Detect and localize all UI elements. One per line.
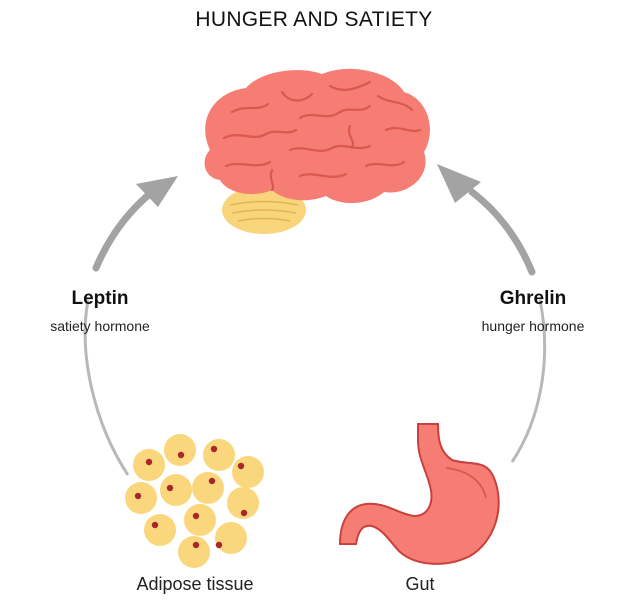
brain-icon <box>204 68 430 234</box>
ghrelin-label: Ghrelin hunger hormone <box>458 288 608 336</box>
stomach-icon <box>338 423 500 565</box>
ghrelin-name: Ghrelin <box>499 288 567 309</box>
ghrelin-role: hunger hormone <box>481 318 585 334</box>
leptin-role: satiety hormone <box>50 318 150 334</box>
gut-label: Gut <box>405 574 435 594</box>
ghrelin-arrow <box>437 164 547 463</box>
diagram-title: HUNGER AND SATIETY <box>195 8 433 31</box>
adipose-tissue-label: Adipose tissue <box>136 574 254 594</box>
leptin-label: Leptin satiety hormone <box>30 288 170 336</box>
leptin-arrow <box>83 176 178 476</box>
leptin-name: Leptin <box>71 288 129 309</box>
adipose-cells-icon <box>125 434 264 568</box>
